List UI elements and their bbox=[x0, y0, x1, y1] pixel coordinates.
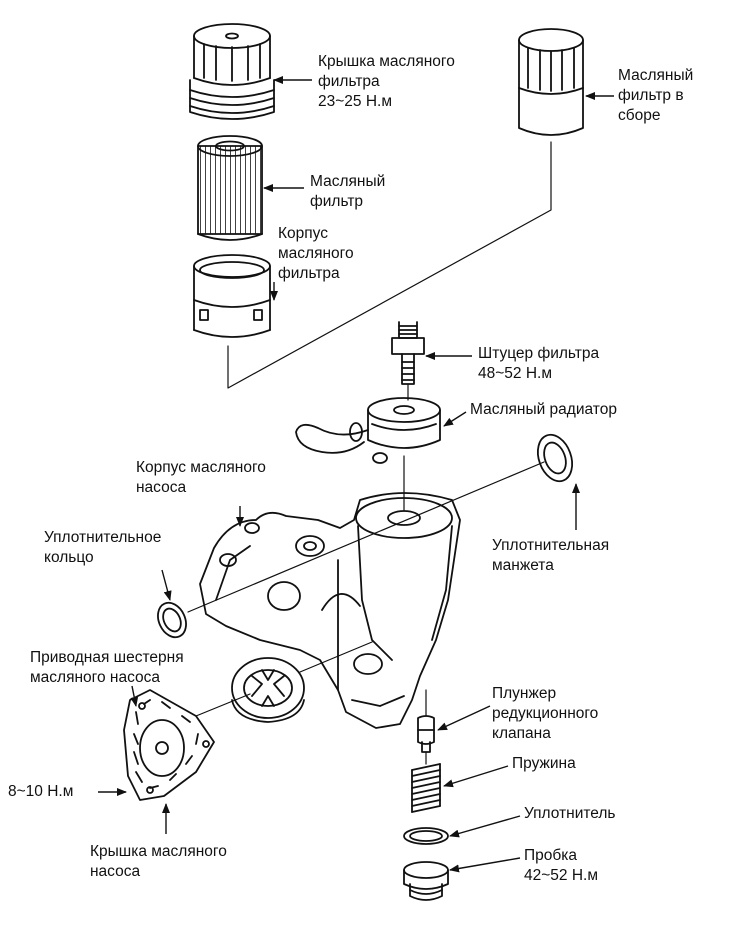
label-o-ring: Уплотнительное кольцо bbox=[44, 529, 162, 566]
oil-filter-cap bbox=[189, 23, 275, 120]
label-oil-filter: Масляный фильтр bbox=[310, 173, 386, 210]
oil-filter-element bbox=[197, 135, 263, 241]
seal-axis-line bbox=[187, 461, 545, 613]
label-relief-plunger: Плунжер редукционного клапана bbox=[492, 685, 599, 742]
label-drive-gear: Приводная шестерня масляного насоса bbox=[30, 649, 184, 686]
oil-pump-housing bbox=[199, 492, 461, 729]
label-seal-cuff: Уплотнительная манжета bbox=[492, 537, 610, 574]
o-ring bbox=[157, 601, 187, 639]
label-oil-pump-cover: Крышка масляного насоса bbox=[90, 843, 227, 880]
oil-cooler bbox=[295, 397, 441, 464]
relief-valve-spring bbox=[411, 763, 441, 813]
relief-valve-plug bbox=[403, 861, 449, 901]
gear-axis-line bbox=[195, 641, 373, 717]
filter-connection-line bbox=[227, 141, 552, 389]
label-oil-filter-cap: Крышка масляного фильтра 23~25 Н.м bbox=[318, 53, 455, 110]
relief-valve-plunger bbox=[417, 715, 435, 753]
oil-filter-housing bbox=[193, 254, 271, 338]
label-oil-pump-housing: Корпус масляного насоса bbox=[136, 459, 266, 496]
label-oil-filter-assembly: Масляный фильтр в сборе bbox=[618, 67, 694, 124]
label-oil-filter-housing: Корпус масляного фильтра bbox=[278, 225, 354, 282]
oil-pump-cover bbox=[123, 689, 215, 801]
oil-pump-drive-gear bbox=[231, 657, 305, 723]
label-filter-fitting: Штуцер фильтра 48~52 Н.м bbox=[478, 345, 600, 382]
label-gasket: Уплотнитель bbox=[524, 805, 616, 822]
filter-fitting bbox=[391, 321, 425, 385]
oil-filter-assembly bbox=[518, 28, 584, 136]
leader-lines bbox=[98, 76, 614, 873]
label-oil-cooler: Масляный радиатор bbox=[470, 401, 617, 418]
label-plug: Пробка 42~52 Н.м bbox=[524, 847, 598, 884]
seal-cuff bbox=[536, 433, 574, 483]
plug-gasket bbox=[403, 827, 449, 845]
label-cover-torque: 8~10 Н.м bbox=[8, 783, 74, 800]
label-spring: Пружина bbox=[512, 755, 576, 772]
